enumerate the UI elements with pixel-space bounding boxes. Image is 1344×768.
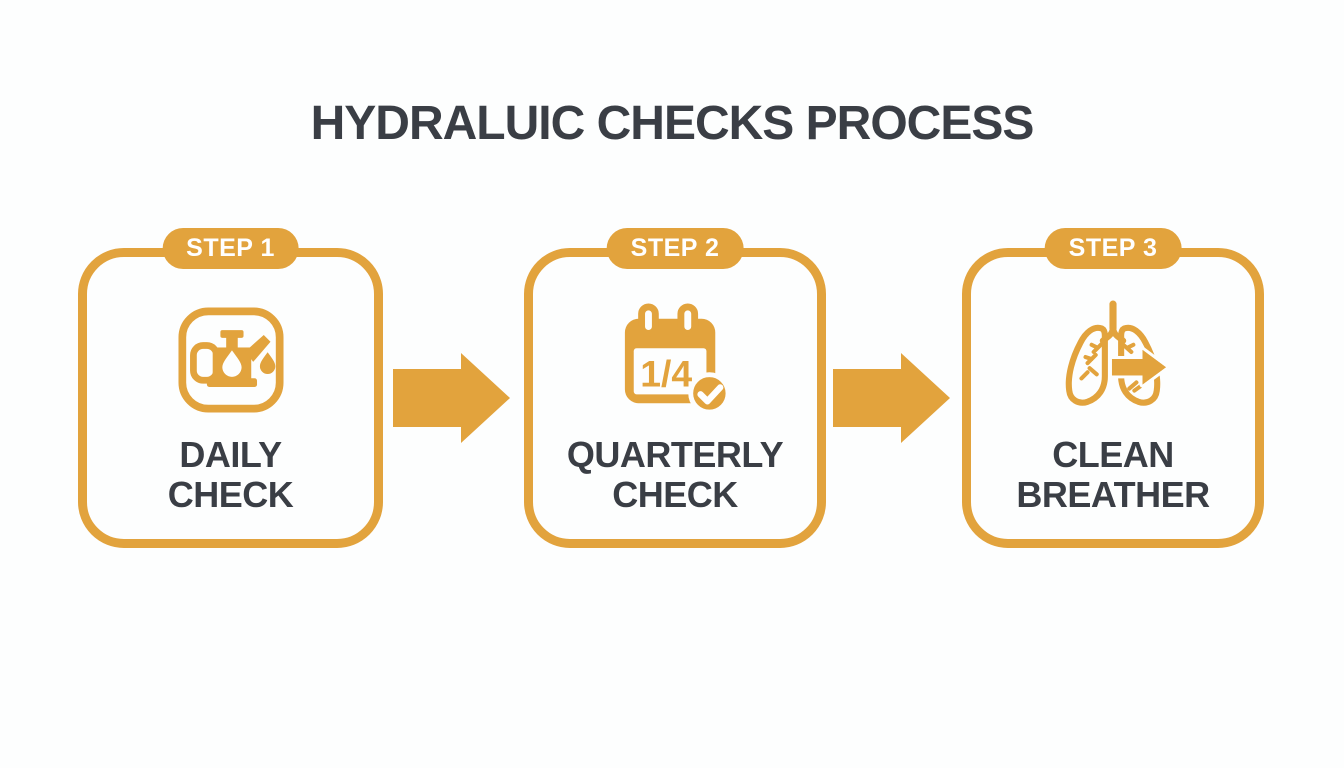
step-card-daily-check: STEP 1 DAILY CHECK: [78, 228, 383, 548]
flow-arrow-icon: [833, 353, 950, 443]
step-3-badge: STEP 3: [1044, 228, 1182, 269]
step-card-quarterly-check: STEP 2 1/4 QUARTERLY CHECK: [524, 228, 826, 548]
step-1-label: DAILY CHECK: [87, 435, 374, 515]
step-3-label-line1: CLEAN: [1052, 434, 1174, 475]
page-title: HYDRALUIC CHECKS PROCESS: [310, 97, 1035, 150]
step-card-clean-breather: STEP 3 CLEAN BREATHER: [962, 228, 1264, 548]
step-1-badge: STEP 1: [162, 228, 299, 269]
step-2-label-line2: CHECK: [612, 474, 738, 515]
step-1-label-line1: DAILY: [179, 434, 282, 475]
step-2-label-line1: QUARTERLY: [566, 434, 784, 475]
calendar-check-icon: 1/4: [619, 303, 731, 415]
step-3-label-line2: BREATHER: [1016, 474, 1210, 515]
calendar-quarter-text: 1/4: [640, 353, 692, 395]
step-1-label-line2: CHECK: [167, 474, 294, 515]
oil-can-icon: [177, 307, 284, 413]
step-2-badge: STEP 2: [606, 228, 744, 269]
step-3-label: CLEAN BREATHER: [971, 435, 1255, 515]
step-2-label: QUARTERLY CHECK: [533, 435, 817, 515]
lungs-arrow-icon: [1056, 299, 1170, 413]
flow-arrow-icon: [393, 353, 510, 443]
